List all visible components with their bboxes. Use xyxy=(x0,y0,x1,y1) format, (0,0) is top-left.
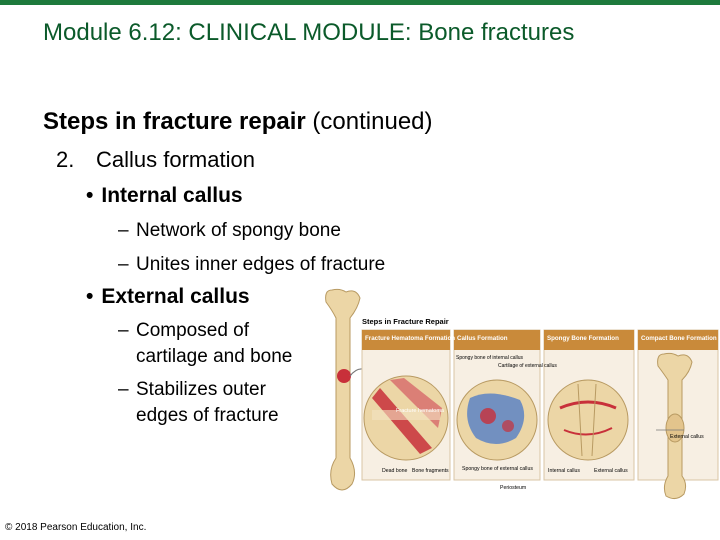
dash-marker: – xyxy=(118,254,129,275)
step-number: 2. xyxy=(56,147,75,172)
label-spongy-internal: Spongy bone of internal callus xyxy=(456,355,523,361)
label-cartilage-external: Cartilage of external callus xyxy=(498,363,557,369)
bullet-dot: • xyxy=(86,184,94,207)
external-point-2-line1: Stabilizes outer xyxy=(136,379,266,400)
fracture-repair-figure: Steps in Fracture Repair Fracture Hemato… xyxy=(325,288,719,500)
label-dead-bone: Dead bone xyxy=(382,468,407,474)
panel-3-title: Spongy Bone Formation xyxy=(547,335,619,342)
callus-circle xyxy=(456,379,538,461)
label-external-callus-right: External callus xyxy=(670,434,704,440)
label-bone-fragments: Bone fragments xyxy=(412,468,449,474)
internal-point-1-text: Network of spongy bone xyxy=(136,220,341,241)
external-callus-label: External callus xyxy=(101,285,250,308)
left-bone-illustration xyxy=(325,288,361,491)
external-point-1-line2: cartilage and bone xyxy=(136,346,293,367)
heading-light: (continued) xyxy=(305,108,433,135)
panel-2-title: Callus Formation xyxy=(457,335,508,342)
label-external-callus: External callus xyxy=(594,468,628,474)
dash-marker: – xyxy=(118,320,129,341)
heading-bold: Steps in fracture repair xyxy=(43,108,306,135)
section-heading: Steps in fracture repair (continued) xyxy=(43,108,433,136)
external-point-1: –Composed of cartilage and bone xyxy=(118,318,292,370)
label-fracture-hematoma: Fracture hematoma xyxy=(396,408,445,414)
external-point-1-line1: Composed of xyxy=(136,320,250,341)
external-point-2-line2: edges of fracture xyxy=(136,405,279,426)
external-point-2: –Stabilizes outer edges of fracture xyxy=(118,377,279,429)
internal-point-2-text: Unites inner edges of fracture xyxy=(136,254,386,275)
step-text: Callus formation xyxy=(96,147,255,172)
spongy-bone-circle xyxy=(547,379,629,461)
copyright-notice: © 2018 Pearson Education, Inc. xyxy=(5,522,147,533)
panel-3-header xyxy=(544,330,634,350)
top-accent-bar xyxy=(0,0,720,5)
label-internal-callus: Internal callus xyxy=(548,468,580,474)
panel-2-header xyxy=(454,330,540,350)
panel-4-header xyxy=(638,330,718,350)
label-spongy-external: Spongy bone of external callus xyxy=(462,466,533,472)
internal-point-2: –Unites inner edges of fracture xyxy=(118,252,385,278)
dash-marker: – xyxy=(118,379,129,400)
step-item: 2. Callus formation xyxy=(56,147,255,173)
fracture-site-marker xyxy=(337,369,351,383)
external-callus-bullet: • External callus xyxy=(86,285,250,309)
panel-1-header xyxy=(362,330,450,350)
hematoma-circle xyxy=(363,375,449,461)
internal-point-1: –Network of spongy bone xyxy=(118,218,341,244)
figure-title: Steps in Fracture Repair xyxy=(362,317,449,326)
slide-title: Module 6.12: CLINICAL MODULE: Bone fract… xyxy=(43,19,575,46)
bullet-dot: • xyxy=(86,285,94,308)
internal-callus-label: Internal callus xyxy=(101,184,243,207)
dash-marker: – xyxy=(118,220,129,241)
panel-1-title: Fracture Hematoma Formation xyxy=(365,335,455,342)
internal-callus-bullet: • Internal callus xyxy=(86,184,243,208)
label-periosteum: Periosteum xyxy=(500,485,526,491)
panel-4-title: Compact Bone Formation xyxy=(641,335,717,342)
right-bone-illustration xyxy=(657,352,693,500)
